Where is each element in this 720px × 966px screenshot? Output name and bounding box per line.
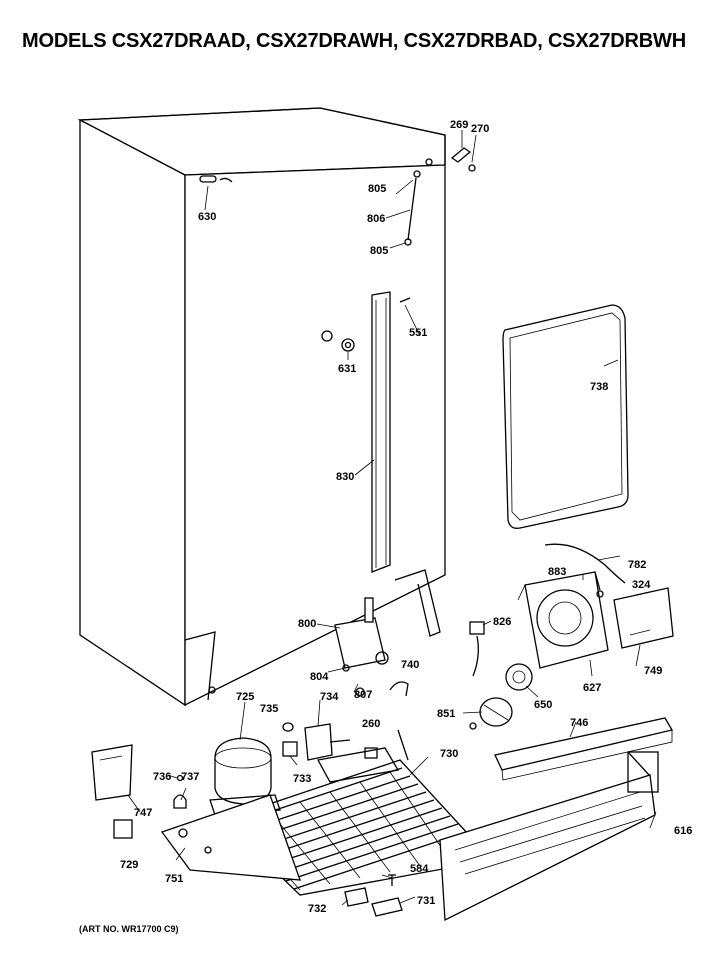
label-732: 732 xyxy=(308,903,326,915)
part-746-rail xyxy=(494,717,674,781)
part-826-connector xyxy=(469,621,485,677)
label-736: 736 xyxy=(153,771,171,783)
part-736-737 xyxy=(173,774,187,809)
cabinet xyxy=(77,107,446,707)
label-650: 650 xyxy=(534,699,552,711)
label-584: 584 xyxy=(410,863,429,875)
part-631-grommet xyxy=(341,338,355,352)
label-826: 826 xyxy=(493,616,511,628)
label-734: 734 xyxy=(320,691,339,703)
part-732-block xyxy=(344,887,369,907)
part-725-compressor xyxy=(209,737,281,816)
leader-lines xyxy=(127,179,657,906)
label-630: 630 xyxy=(198,211,216,223)
part-627-shroud xyxy=(517,571,609,669)
label-830: 830 xyxy=(336,471,354,483)
part-650-motor xyxy=(505,663,533,691)
part-729-block xyxy=(113,819,133,839)
label-746: 746 xyxy=(570,717,588,729)
label-616: 616 xyxy=(674,825,692,837)
label-627: 627 xyxy=(583,682,601,694)
label-260: 260 xyxy=(362,718,380,730)
label-270: 270 xyxy=(471,123,489,135)
part-782-tube xyxy=(544,543,626,584)
part-747-bracket xyxy=(91,744,133,801)
part-labels: 269 270 805 806 805 630 551 631 738 830 … xyxy=(120,119,692,915)
label-883: 883 xyxy=(548,566,566,578)
part-735-grommet xyxy=(282,722,294,732)
label-740: 740 xyxy=(401,659,419,671)
part-751-pan xyxy=(160,794,301,881)
label-631: 631 xyxy=(338,363,356,375)
label-729: 729 xyxy=(120,859,138,871)
label-749: 749 xyxy=(644,665,662,677)
part-551-screw xyxy=(399,297,411,303)
part-749-cover xyxy=(613,587,674,649)
art-number: (ART NO. WR17700 C9) xyxy=(79,924,179,934)
part-734-bracket xyxy=(304,723,351,761)
label-551: 551 xyxy=(409,327,427,339)
label-747: 747 xyxy=(134,807,152,819)
label-731: 731 xyxy=(417,895,435,907)
label-738: 738 xyxy=(590,381,608,393)
part-738-gasket xyxy=(502,304,629,529)
part-616-grille xyxy=(439,751,659,922)
part-731-clip xyxy=(371,897,403,917)
label-737: 737 xyxy=(181,771,199,783)
label-751: 751 xyxy=(165,873,183,885)
label-269: 269 xyxy=(450,119,468,131)
label-807: 807 xyxy=(354,689,372,701)
label-800: 800 xyxy=(298,618,316,630)
part-806-tube xyxy=(404,170,421,246)
label-805-bottom: 805 xyxy=(370,245,388,257)
part-800-valve xyxy=(334,597,389,697)
label-804: 804 xyxy=(310,671,329,683)
label-851: 851 xyxy=(437,708,455,720)
page-title: MODELS CSX27DRAAD, CSX27DRAWH, CSX27DRBA… xyxy=(22,30,686,52)
part-851-blade xyxy=(469,697,513,730)
label-733: 733 xyxy=(293,773,311,785)
part-269-270 xyxy=(450,130,477,172)
label-735: 735 xyxy=(260,703,278,715)
label-324: 324 xyxy=(632,579,651,591)
label-730: 730 xyxy=(440,748,458,760)
label-805-top: 805 xyxy=(368,183,386,195)
label-782: 782 xyxy=(628,559,646,571)
label-806: 806 xyxy=(367,213,385,225)
part-733-relay xyxy=(282,741,298,757)
part-740-clip xyxy=(389,681,409,697)
label-725: 725 xyxy=(236,691,254,703)
part-584-screw xyxy=(388,874,396,886)
